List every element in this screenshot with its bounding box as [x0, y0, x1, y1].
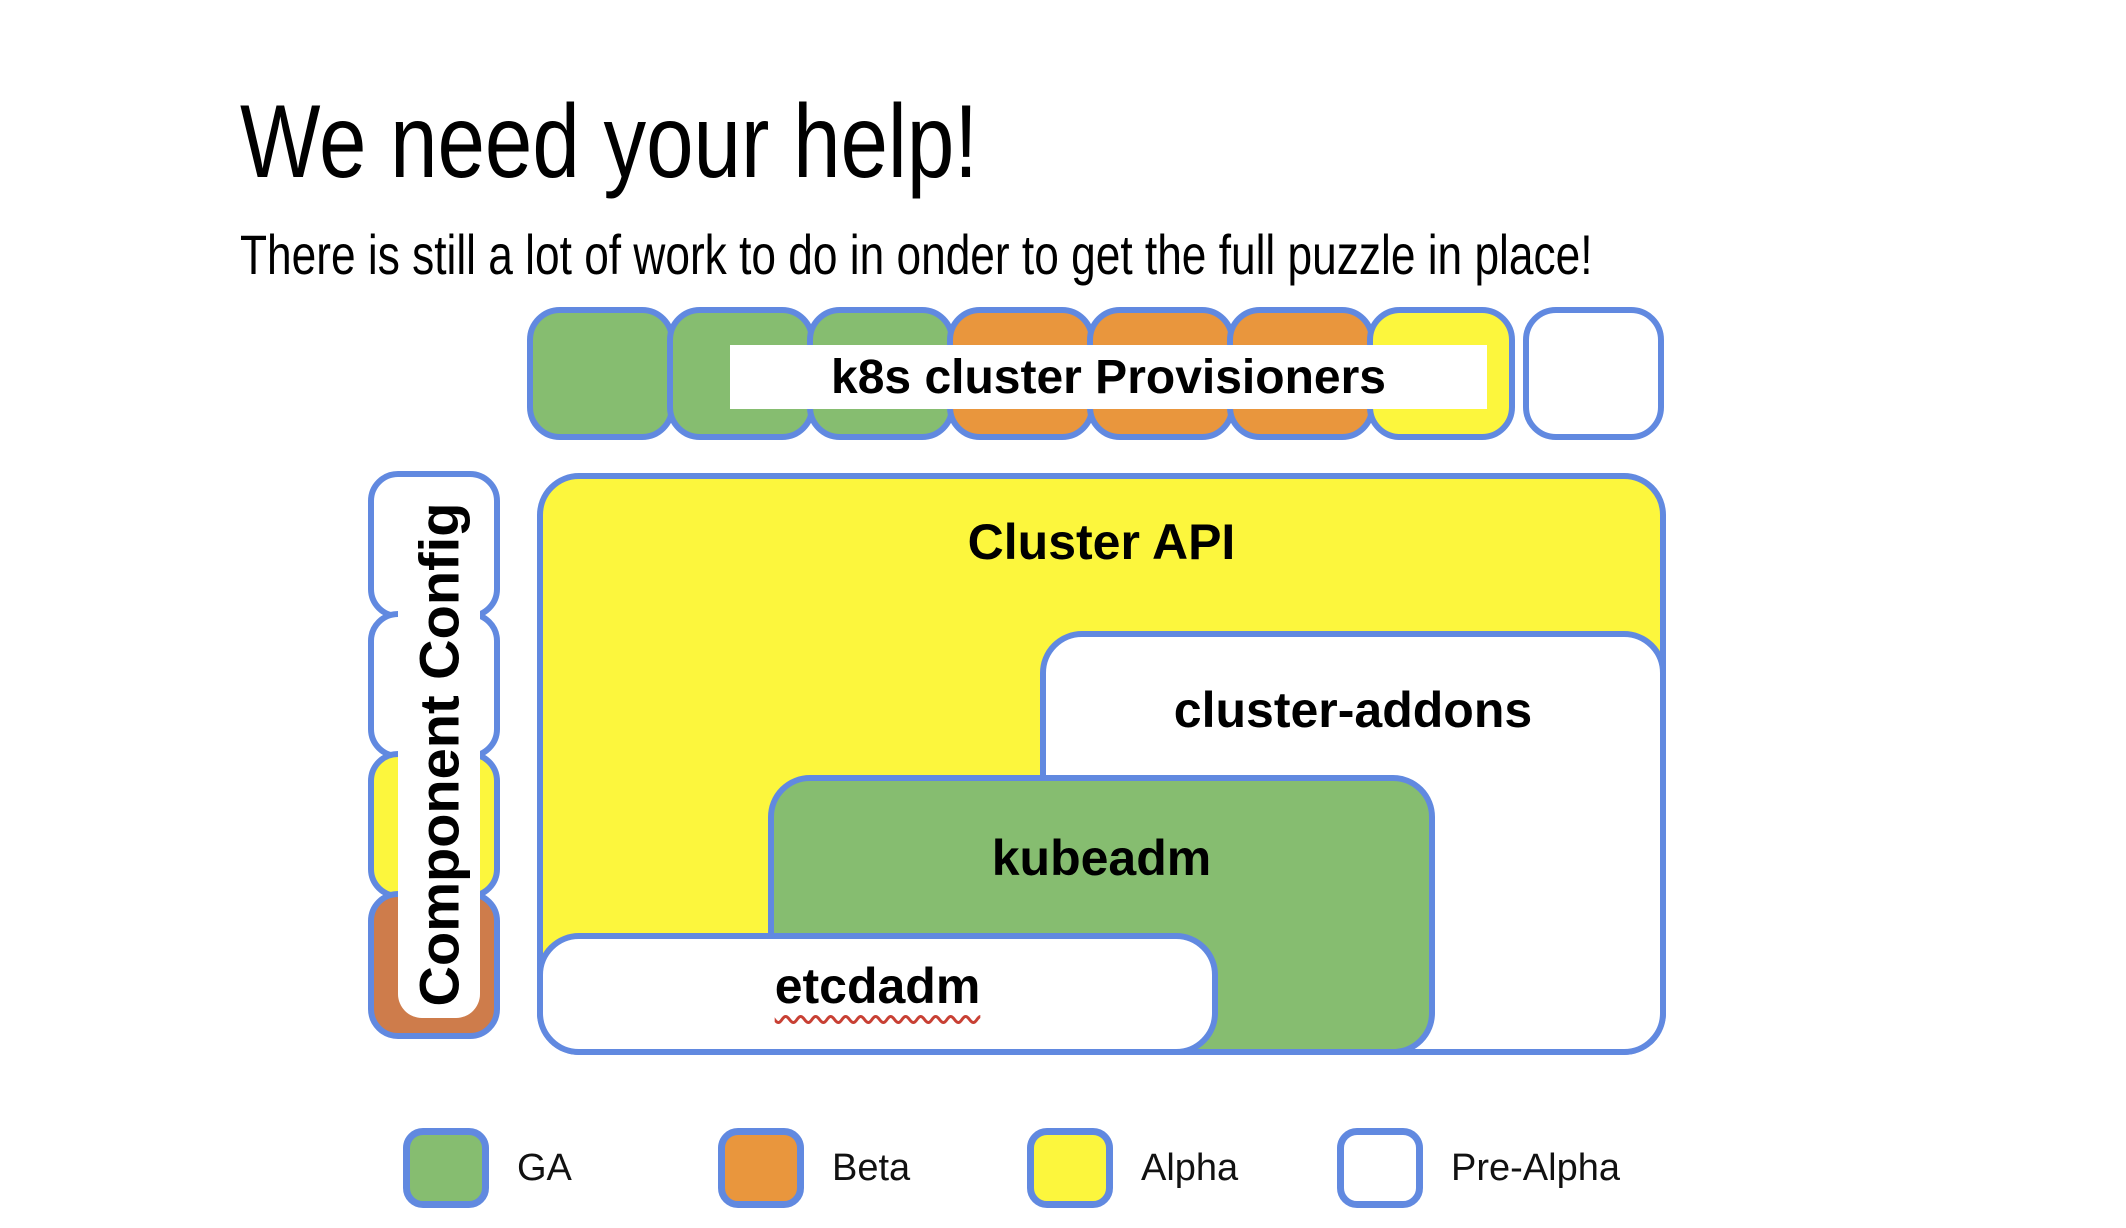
slide-title: We need your help!: [240, 83, 978, 200]
slide-subtitle: There is still a lot of work to do in on…: [240, 223, 1593, 286]
legend-label-ga: GA: [517, 1146, 572, 1189]
provisioner-square-prealpha: [1523, 307, 1664, 440]
component-config-label: Component Config: [407, 502, 471, 1006]
legend-item-ga: GA: [403, 1128, 572, 1208]
legend-swatch-prealpha: [1337, 1128, 1423, 1208]
component-config-label-band: Component Config: [398, 490, 480, 1018]
cluster-api-label: Cluster API: [967, 514, 1236, 570]
legend-label-beta: Beta: [832, 1146, 911, 1189]
legend-swatch-beta: [718, 1128, 804, 1208]
legend-label-alpha: Alpha: [1141, 1146, 1239, 1189]
legend-label-prealpha: Pre-Alpha: [1451, 1146, 1620, 1189]
legend-item-alpha: Alpha: [1027, 1128, 1238, 1208]
etcdadm-box: etcdadm: [537, 933, 1218, 1055]
legend-swatch-ga: [403, 1128, 489, 1208]
kubeadm-label: kubeadm: [991, 830, 1212, 886]
legend-item-beta: Beta: [718, 1128, 910, 1208]
legend-item-prealpha: Pre-Alpha: [1337, 1128, 1620, 1208]
legend-swatch-alpha: [1027, 1128, 1113, 1208]
etcdadm-label: etcdadm: [543, 957, 1212, 1015]
cluster-addons-label: cluster-addons: [1173, 682, 1533, 738]
etcdadm-label-text: etcdadm: [774, 958, 981, 1014]
provisioners-label: k8s cluster Provisioners: [730, 345, 1487, 409]
provisioner-square-ga-1: [527, 307, 675, 440]
